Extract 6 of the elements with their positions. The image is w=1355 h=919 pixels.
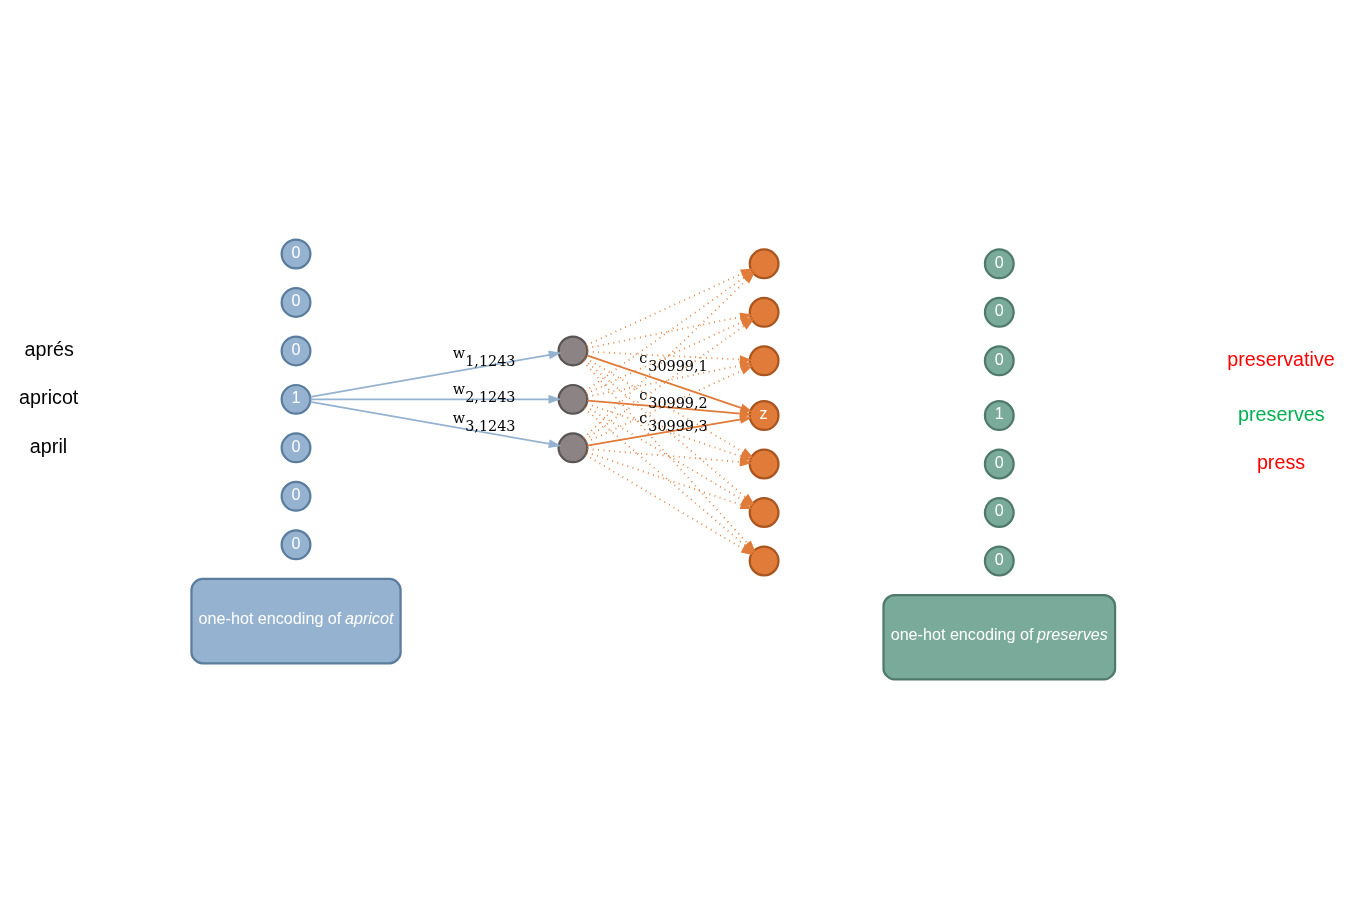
label: press bbox=[1256, 451, 1306, 474]
label: apricot bbox=[19, 386, 79, 409]
label: preservative bbox=[1227, 347, 1335, 370]
label: april bbox=[29, 434, 68, 457]
label: preserves bbox=[1238, 402, 1325, 425]
label: aprés bbox=[24, 337, 74, 360]
